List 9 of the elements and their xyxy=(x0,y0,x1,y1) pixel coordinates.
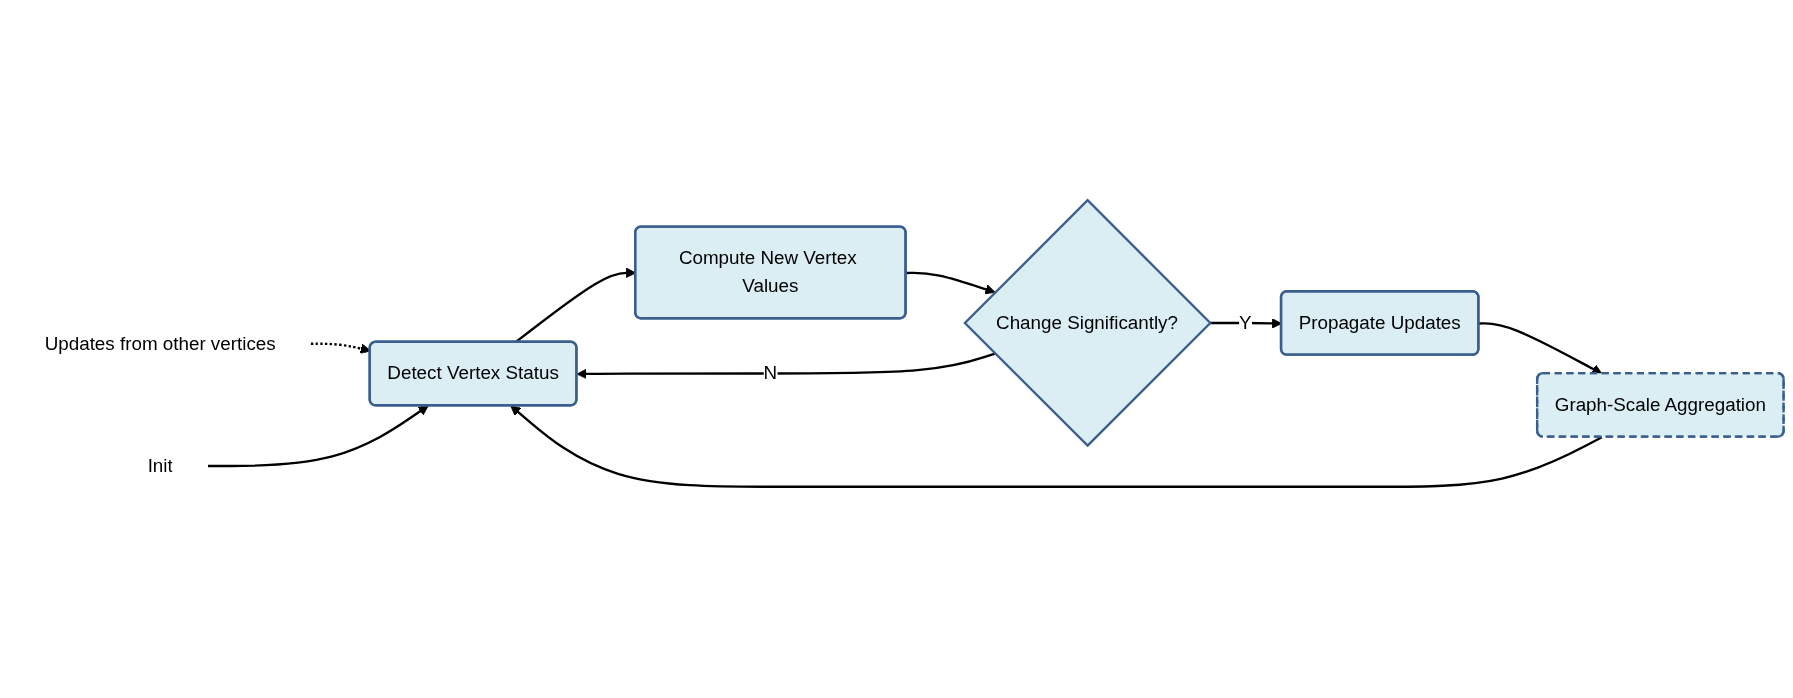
node-text: Init xyxy=(147,455,173,476)
arrow xyxy=(576,352,996,380)
edge-label: Y xyxy=(1239,312,1252,333)
edge-label: N xyxy=(763,362,778,383)
arrow xyxy=(906,271,996,295)
arrow xyxy=(510,405,1603,488)
node-text: Updates from other vertices xyxy=(44,333,276,354)
node-diamond: Change Significantly? xyxy=(963,198,1212,448)
arrow xyxy=(208,405,429,468)
